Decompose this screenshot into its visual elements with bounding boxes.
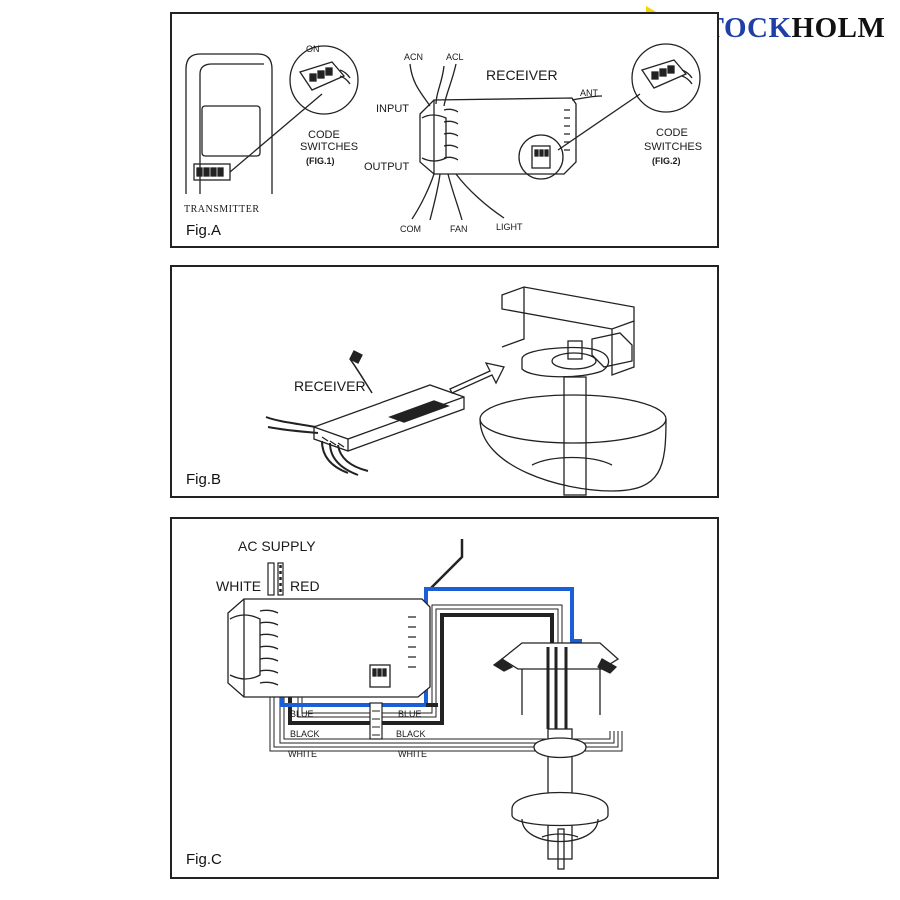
code-switches-2-line1: CODE <box>656 127 688 139</box>
code-switches-1-line2: SWITCHES <box>300 141 358 153</box>
fan-wire <box>447 173 463 221</box>
on-label: ON <box>306 44 320 54</box>
receiver-box-c <box>227 598 431 698</box>
figure-a-label: Fig.A <box>186 222 222 239</box>
code-switches-1-fig: (FIG.1) <box>306 156 335 166</box>
acn-label: ACN <box>404 52 423 62</box>
wire-connector <box>369 702 383 740</box>
receiver-box-b <box>313 384 465 452</box>
code-switch-zoom-2 <box>557 43 701 151</box>
ant-label: ANT <box>580 88 599 98</box>
light-wire <box>455 173 505 219</box>
com-wire <box>411 173 435 220</box>
wire-label-white-right: WHITE <box>398 749 427 759</box>
ant-wire <box>571 95 603 101</box>
mounting-bracket-drawing <box>501 286 635 378</box>
figure-c-panel: BLUE BLACK WHITE BLUE BLACK WHITE AC SUP… <box>170 517 719 879</box>
transmitter-label: TRANSMITTER <box>184 204 260 215</box>
output-label: OUTPUT <box>364 161 410 173</box>
supply-red-label: RED <box>290 578 320 594</box>
code-switches-2-line2: SWITCHES <box>644 141 702 153</box>
wire-label-black-right: BLACK <box>396 729 426 739</box>
com-label: COM <box>400 224 421 234</box>
wire-label-blue-right: BLUE <box>398 709 422 719</box>
figure-b-panel: RECEIVER Fig.B <box>170 265 719 498</box>
wire-label-white-left: WHITE <box>288 749 317 759</box>
wire-label-black-left: BLACK <box>290 729 320 739</box>
fan-label: FAN <box>450 224 468 234</box>
insert-arrow-icon <box>449 362 505 394</box>
wiring-harness <box>269 587 623 752</box>
input-label: INPUT <box>376 103 409 115</box>
figure-b-diagram: RECEIVER <box>265 286 667 496</box>
figure-a-panel: TRANSMITTER ON CODE SWITCHES (FIG.1) ACN… <box>170 12 719 248</box>
code-switches-1-line1: CODE <box>308 129 340 141</box>
receiver-label-a: RECEIVER <box>486 67 558 83</box>
light-label: LIGHT <box>496 222 523 232</box>
receiver-box-a <box>419 97 577 180</box>
fan-motor-drawing <box>511 791 609 870</box>
figure-b-label: Fig.B <box>186 471 222 488</box>
code-switch-zoom-1 <box>289 45 359 115</box>
supply-white-label: WHITE <box>216 578 261 594</box>
fan-canopy-drawing <box>479 376 667 496</box>
logo-word-holm: HOLM <box>791 12 886 44</box>
antenna-wire <box>429 539 464 590</box>
acl-wire <box>443 63 457 107</box>
ac-supply-label: AC SUPPLY <box>238 538 316 554</box>
hanger-bracket-c <box>492 642 620 729</box>
acn-wire <box>409 63 431 107</box>
acl-label: ACL <box>446 52 464 62</box>
receiver-label-b: RECEIVER <box>294 378 366 394</box>
blue-wire <box>280 587 582 707</box>
wire-label-blue-left: BLUE <box>290 709 314 719</box>
figure-c-diagram: BLUE BLACK WHITE BLUE BLACK WHITE AC SUP… <box>216 538 623 870</box>
code-switches-2-fig: (FIG.2) <box>652 156 681 166</box>
figure-c-label: Fig.C <box>186 851 222 868</box>
transmitter-drawing <box>185 53 323 194</box>
figure-a-diagram: TRANSMITTER ON CODE SWITCHES (FIG.1) ACN… <box>184 43 702 234</box>
